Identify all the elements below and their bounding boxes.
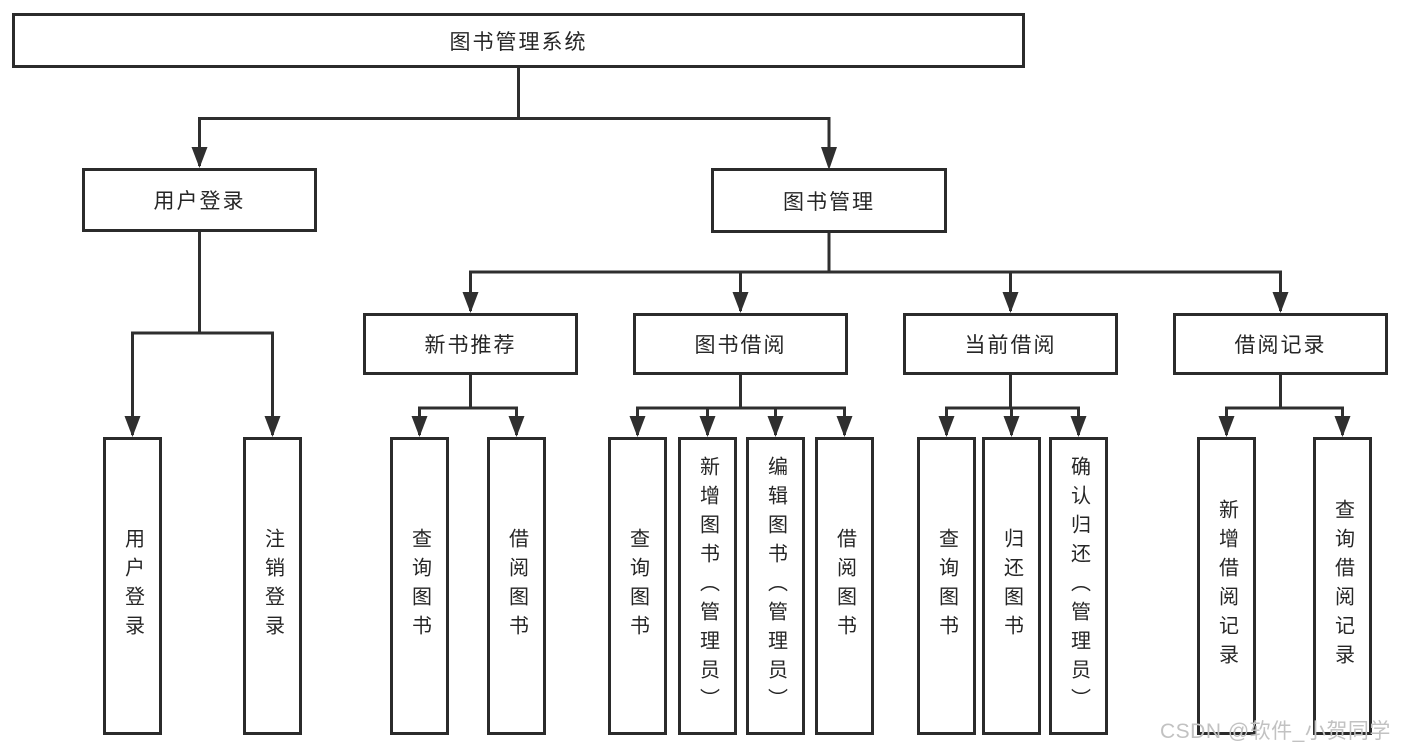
leaf-return-book: 归还图书	[982, 437, 1041, 735]
node-current-borrow-label: 当前借阅	[964, 334, 1057, 357]
leaf-logout-label: 注销登录	[261, 528, 284, 644]
leaf-edit-book-admin-label: 编辑图书（管理员）	[764, 455, 787, 717]
node-current-borrow: 当前借阅	[903, 313, 1118, 375]
node-new-book-recommend: 新书推荐	[363, 313, 578, 375]
node-borrow-records-label: 借阅记录	[1234, 334, 1327, 357]
node-new-book-recommend-label: 新书推荐	[424, 334, 517, 357]
node-book-borrow: 图书借阅	[633, 313, 848, 375]
node-root-label: 图书管理系统	[449, 30, 588, 54]
leaf-borrow-query-book: 查询图书	[608, 437, 667, 735]
node-borrow-records: 借阅记录	[1173, 313, 1388, 375]
leaf-confirm-return-admin-label: 确认归还（管理员）	[1067, 455, 1090, 717]
leaf-newbook-query-book: 查询图书	[390, 437, 449, 735]
node-root: 图书管理系统	[12, 13, 1025, 68]
leaf-current-query-book: 查询图书	[917, 437, 976, 735]
leaf-current-query-book-label: 查询图书	[935, 528, 958, 644]
leaf-add-borrow-record-label: 新增借阅记录	[1215, 499, 1238, 673]
leaf-user-login-label: 用户登录	[121, 528, 144, 644]
leaf-borrow-book-label: 借阅图书	[833, 528, 856, 644]
node-book-borrow-label: 图书借阅	[694, 334, 787, 357]
leaf-add-borrow-record: 新增借阅记录	[1197, 437, 1256, 735]
node-user-login-label: 用户登录	[153, 190, 246, 213]
leaf-newbook-borrow-book-label: 借阅图书	[505, 528, 528, 644]
leaf-newbook-borrow-book: 借阅图书	[487, 437, 546, 735]
leaf-add-book-admin: 新增图书（管理员）	[678, 437, 737, 735]
leaf-borrow-query-book-label: 查询图书	[626, 528, 649, 644]
leaf-return-book-label: 归还图书	[1000, 528, 1023, 644]
node-book-management: 图书管理	[711, 168, 947, 233]
leaf-add-book-admin-label: 新增图书（管理员）	[696, 455, 719, 717]
leaf-query-borrow-record: 查询借阅记录	[1313, 437, 1372, 735]
leaf-query-borrow-record-label: 查询借阅记录	[1331, 499, 1354, 673]
leaf-newbook-query-book-label: 查询图书	[408, 528, 431, 644]
leaf-user-login: 用户登录	[103, 437, 162, 735]
leaf-logout: 注销登录	[243, 437, 302, 735]
node-user-login: 用户登录	[82, 168, 317, 232]
leaf-edit-book-admin: 编辑图书（管理员）	[746, 437, 805, 735]
node-book-management-label: 图书管理	[783, 190, 875, 214]
leaf-borrow-book: 借阅图书	[815, 437, 874, 735]
leaf-confirm-return-admin: 确认归还（管理员）	[1049, 437, 1108, 735]
csdn-watermark: CSDN @软件_小贺同学	[1160, 720, 1391, 743]
